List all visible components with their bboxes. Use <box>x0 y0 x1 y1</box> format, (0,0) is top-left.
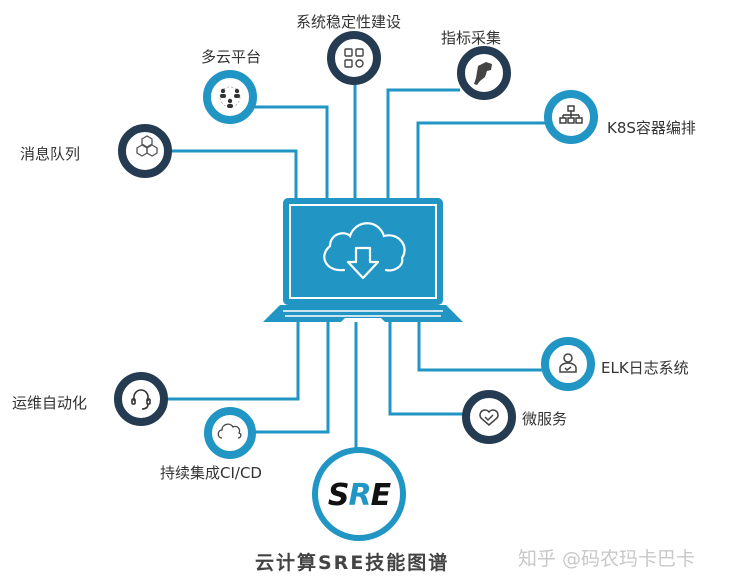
cubes-icon <box>136 135 158 157</box>
node-cicd <box>204 407 256 459</box>
label-micro: 微服务 <box>522 410 568 428</box>
node-msg-queue <box>118 124 172 178</box>
hand-puzzle-icon <box>474 62 492 85</box>
label-k8s: K8S容器编排 <box>607 119 696 137</box>
connector-cicd <box>255 322 330 434</box>
node-k8s <box>544 90 598 144</box>
label-stability: 系统稳定性建设 <box>296 13 402 31</box>
people-network-icon <box>220 88 240 108</box>
connector-ops-auto <box>165 322 300 401</box>
connector-k8s <box>416 121 545 198</box>
connector-multi-cloud <box>250 105 329 198</box>
sre-logo: SRE <box>328 478 392 513</box>
label-msg-queue: 消息队列 <box>20 145 81 163</box>
label-cicd: 持续集成CI/CD <box>160 464 262 482</box>
grid-icon <box>344 48 364 68</box>
node-micro <box>462 390 516 444</box>
connector-elk <box>417 322 545 372</box>
node-ops-auto <box>114 372 168 426</box>
headset-icon <box>131 389 151 410</box>
user-check-icon <box>559 353 577 373</box>
label-multi-cloud: 多云平台 <box>201 48 262 66</box>
watermark: 知乎 @码农玛卡巴卡 <box>518 548 696 570</box>
label-ops-auto: 运维自动化 <box>12 394 88 412</box>
label-elk: ELK日志系统 <box>601 359 689 377</box>
hierarchy-icon <box>559 105 583 124</box>
diagram-title: 云计算SRE技能图谱 <box>255 552 450 574</box>
node-metrics <box>457 46 511 100</box>
cloud-pipeline-icon <box>217 423 242 439</box>
node-sre: SRE <box>312 447 406 541</box>
laptop-icon <box>263 198 463 322</box>
connector-metrics <box>386 88 460 198</box>
node-elk <box>541 337 595 391</box>
label-metrics: 指标采集 <box>441 29 502 47</box>
connector-msg-queue <box>158 149 298 198</box>
node-multi-cloud <box>203 70 257 124</box>
connector-micro <box>388 322 466 416</box>
heart-check-icon <box>479 409 499 426</box>
node-stability <box>327 31 381 85</box>
